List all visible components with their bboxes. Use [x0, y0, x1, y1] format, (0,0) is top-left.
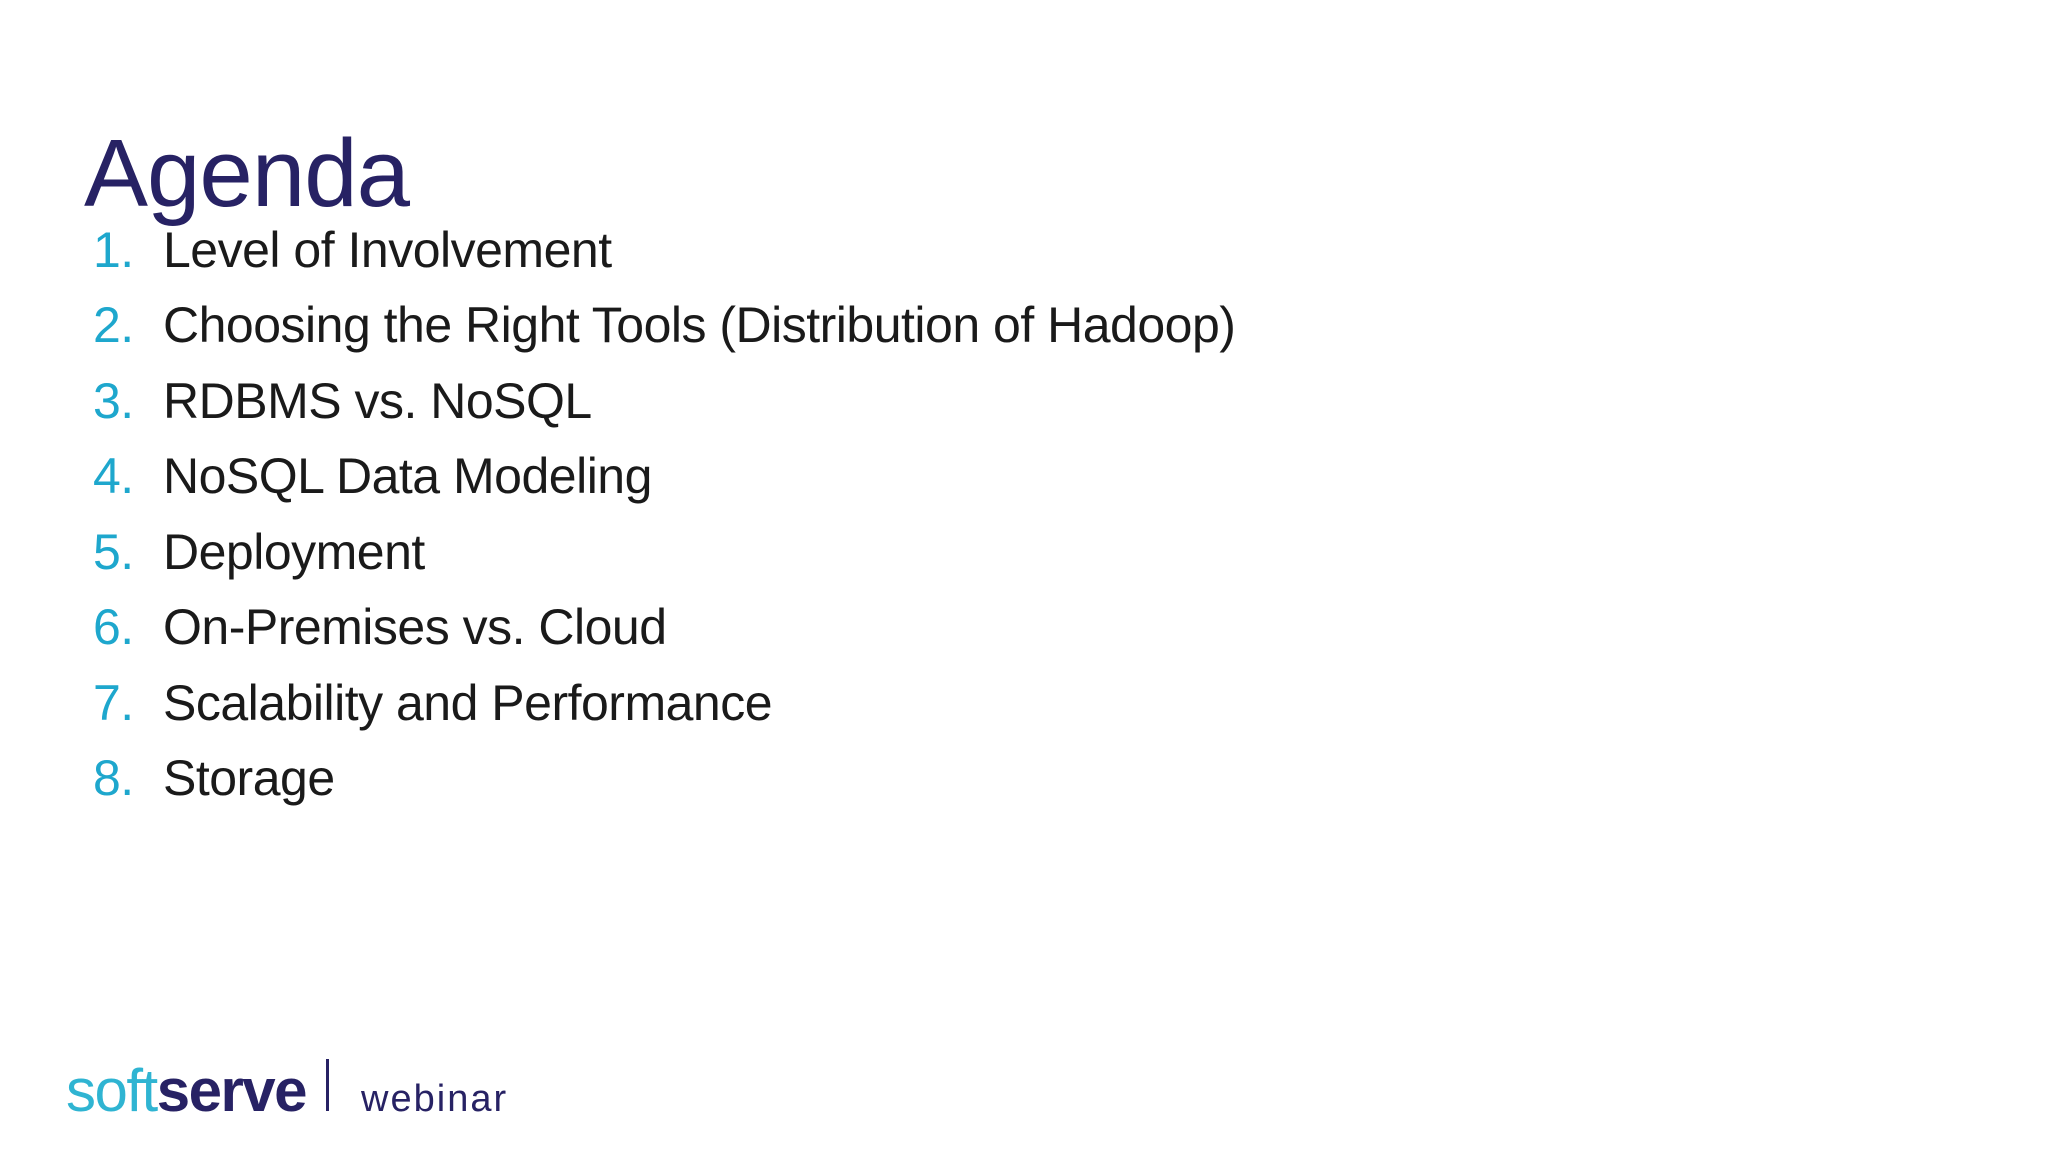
agenda-item: 7. Scalability and Performance: [93, 665, 1235, 741]
agenda-item-number: 5.: [93, 523, 134, 580]
brand-tagline: webinar: [361, 1078, 509, 1120]
agenda-item-label: RDBMS vs. NoSQL: [163, 372, 592, 429]
agenda-item: 4. NoSQL Data Modeling: [93, 439, 1235, 515]
agenda-item: 3. RDBMS vs. NoSQL: [93, 363, 1235, 439]
agenda-item: 6. On-Premises vs. Cloud: [93, 590, 1235, 666]
agenda-item-number: 2.: [93, 297, 134, 354]
agenda-item-label: Level of Involvement: [163, 221, 612, 278]
brand-wordmark-serve: serve: [156, 1057, 308, 1124]
agenda-list: 1. Level of Involvement 2. Choosing the …: [93, 212, 1236, 817]
agenda-item-label: Scalability and Performance: [163, 674, 773, 731]
agenda-item-number: 4.: [93, 448, 134, 505]
agenda-item: 1. Level of Involvement: [93, 212, 1235, 288]
page-title: Agenda: [84, 120, 410, 228]
agenda-item-label: Choosing the Right Tools (Distribution o…: [163, 297, 1236, 354]
agenda-item-number: 8.: [93, 750, 134, 807]
agenda-item-label: Storage: [163, 750, 335, 807]
agenda-item-number: 3.: [93, 372, 134, 429]
agenda-item-number: 7.: [93, 674, 134, 731]
agenda-item-label: NoSQL Data Modeling: [163, 448, 652, 505]
agenda-item-label: On-Premises vs. Cloud: [163, 599, 667, 656]
brand-wordmark-soft: soft: [66, 1057, 158, 1124]
agenda-item-label: Deployment: [163, 523, 425, 580]
agenda-item-number: 1.: [93, 221, 134, 278]
agenda-item-number: 6.: [93, 599, 134, 656]
brand-divider: [326, 1059, 330, 1111]
agenda-item: 5. Deployment: [93, 514, 1235, 590]
agenda-item: 8. Storage: [93, 741, 1235, 817]
agenda-item: 2. Choosing the Right Tools (Distributio…: [93, 288, 1236, 364]
